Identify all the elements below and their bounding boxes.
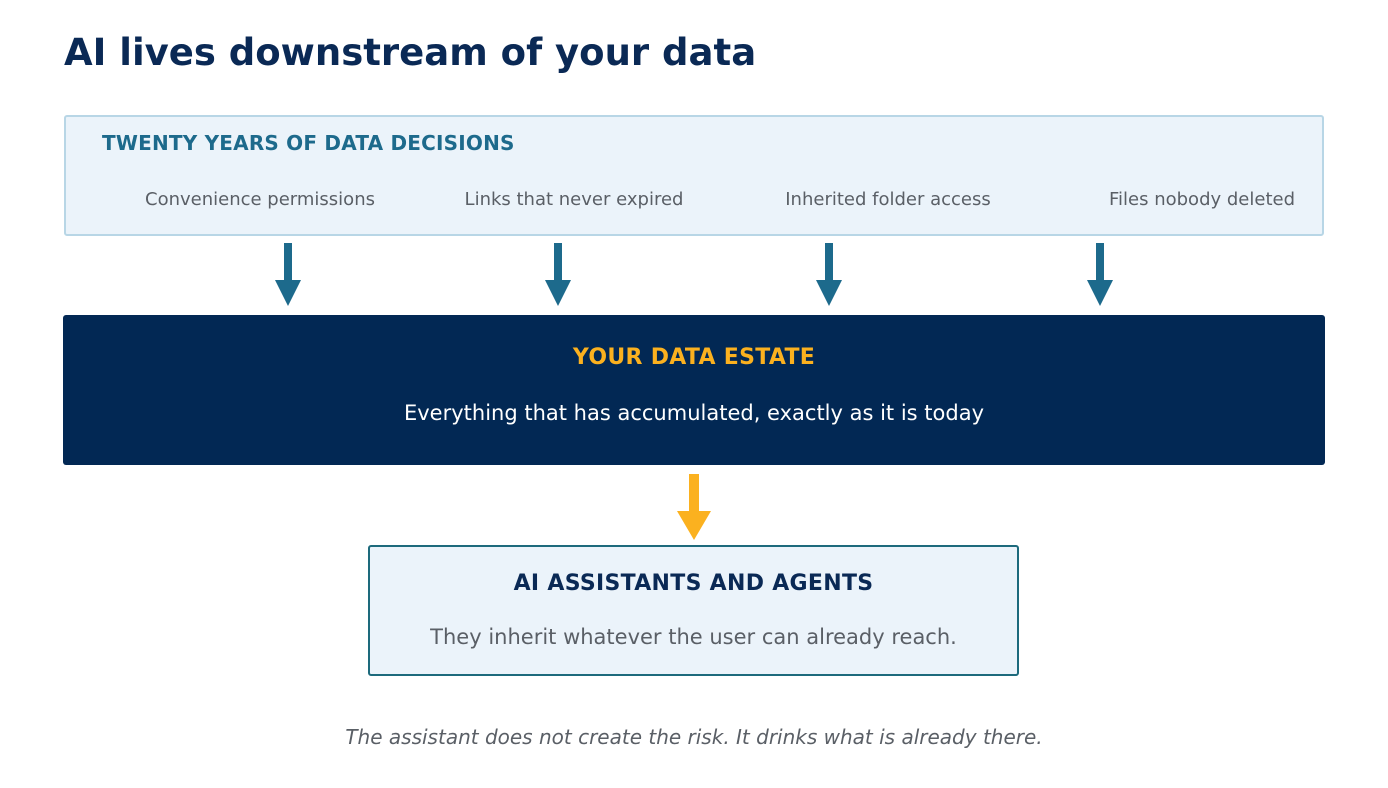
data-decisions-heading: TWENTY YEARS OF DATA DECISIONS: [102, 131, 515, 155]
data-decisions-panel: TWENTY YEARS OF DATA DECISIONS Convenien…: [64, 115, 1324, 236]
page-title: AI lives downstream of your data: [64, 31, 757, 74]
decision-item-links-never-expired: Links that never expired: [464, 189, 684, 210]
decision-item-inherited-folder-access: Inherited folder access: [785, 189, 991, 210]
data-estate-subtitle: Everything that has accumulated, exactly…: [403, 401, 984, 425]
ai-agents-subtitle: They inherit whatever the user can alrea…: [430, 625, 957, 649]
ai-agents-heading: AI ASSISTANTS AND AGENTS: [513, 571, 874, 596]
data-estate-heading: YOUR DATA ESTATE: [572, 345, 816, 370]
decision-item-files-nobody-deleted: Files nobody deleted: [1108, 189, 1296, 210]
data-estate-panel: YOUR DATA ESTATE Everything that has acc…: [63, 315, 1325, 465]
footer-caption: The assistant does not create the risk. …: [345, 725, 1043, 749]
ai-agents-panel: AI ASSISTANTS AND AGENTS They inherit wh…: [368, 545, 1019, 676]
decision-item-convenience-permissions: Convenience permissions: [145, 189, 375, 210]
